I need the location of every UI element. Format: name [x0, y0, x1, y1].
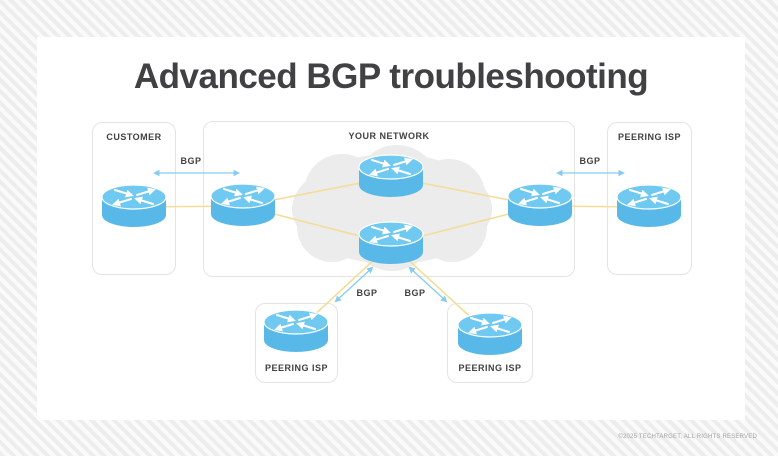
bgp-label-customer: BGP [180, 156, 202, 166]
zone-peering-isp-bottom-right-label: PEERING ISP [458, 363, 522, 373]
copyright-text: ©2025 TECHTARGET, ALL RIGHTS RESERVED [618, 434, 757, 440]
zone-peering-isp-right-label: PEERING ISP [617, 132, 681, 142]
zone-your-network: YOUR NETWORK [203, 121, 575, 277]
bgp-label-peering-bottom-left: BGP [356, 288, 378, 298]
page-title: Advanced BGP troubleshooting [133, 57, 649, 96]
zone-peering-isp-right: PEERING ISP [607, 122, 692, 275]
zone-customer: CUSTOMER [92, 122, 176, 275]
zone-your-network-label: YOUR NETWORK [348, 131, 430, 141]
zone-peering-isp-bottom-right: PEERING ISP [447, 303, 533, 383]
bgp-label-peering-bottom-right: BGP [404, 288, 426, 298]
zone-customer-label: CUSTOMER [106, 132, 162, 142]
diagram-card: Advanced BGP troubleshooting CUSTOMER YO… [37, 37, 745, 420]
zone-peering-isp-bottom-left: PEERING ISP [255, 303, 338, 383]
bgp-label-peering-right: BGP [579, 156, 601, 166]
zone-peering-isp-bottom-left-label: PEERING ISP [264, 363, 328, 373]
